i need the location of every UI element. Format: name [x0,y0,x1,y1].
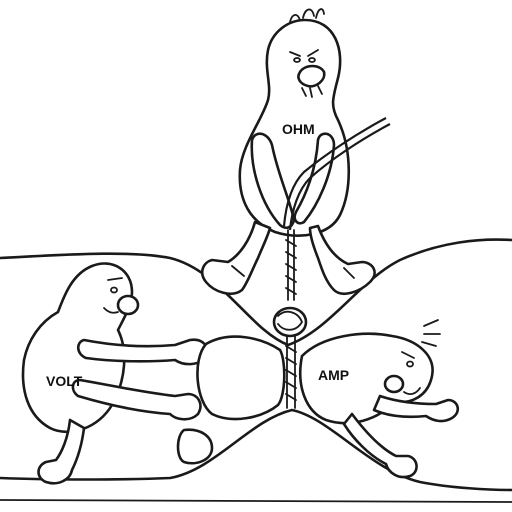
ohm-character: OHM [200,8,376,295]
volt-label: VOLT [46,373,83,389]
ohm-label: OHM [282,121,315,137]
wire-conductor [0,238,512,503]
volt-character: VOLT [21,262,209,485]
rope [272,117,391,409]
pressed-figure [176,335,286,465]
amp-label: AMP [318,367,349,383]
amp-character: AMP [299,319,460,479]
